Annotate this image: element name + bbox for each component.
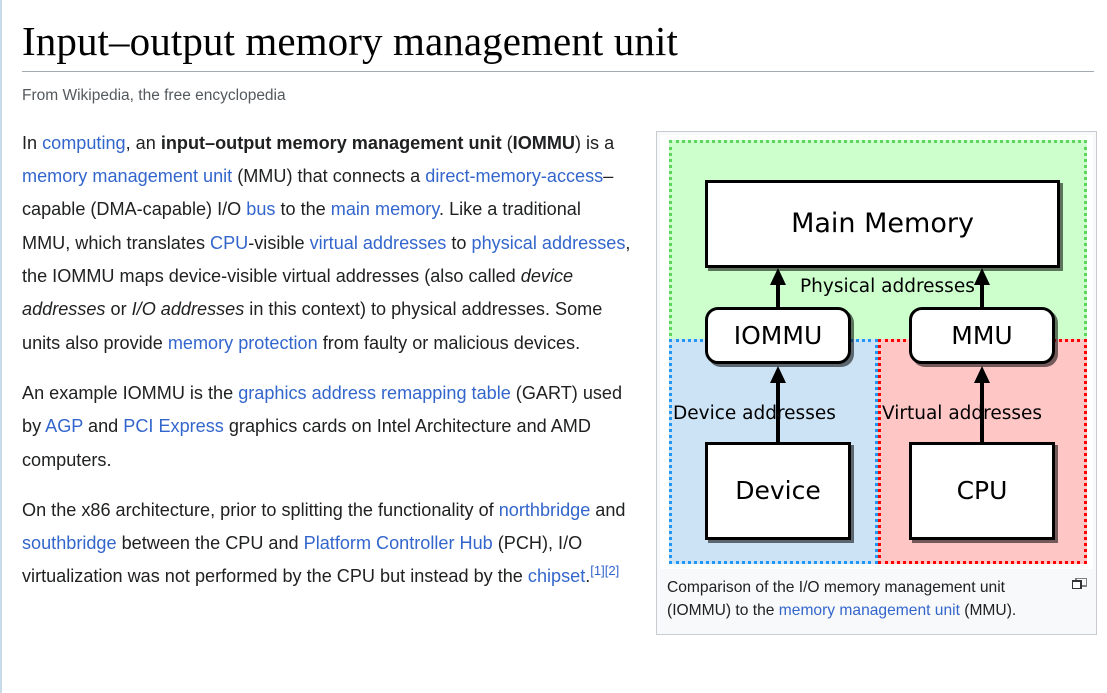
- link-northbridge[interactable]: northbridge: [498, 499, 591, 520]
- figure-caption: Comparison of the I/O memory management …: [660, 568, 1093, 631]
- p1-text: from faulty or malicious devices.: [317, 332, 581, 353]
- link-chipset[interactable]: chipset: [527, 566, 586, 587]
- diagram-image[interactable]: Main Memory IOMMU MMU Device CPU Physica…: [660, 134, 1093, 569]
- p2-text: and: [83, 416, 124, 437]
- p3-text: .: [585, 566, 591, 587]
- reference-marker-2[interactable]: [2]: [605, 563, 619, 578]
- caption-link-memory-management-unit[interactable]: memory management unit: [778, 602, 960, 620]
- p1-text: to the: [275, 199, 331, 220]
- paragraph-1: In computing, an input–output memory man…: [22, 127, 632, 360]
- link-physical-addresses[interactable]: physical addresses: [471, 232, 626, 253]
- p1-text: -visible: [248, 232, 310, 253]
- p2-text: (GART) used by: [22, 382, 623, 437]
- link-platform-controller-hub[interactable]: Platform Controller Hub: [303, 533, 493, 554]
- caption-text: (MMU).: [959, 602, 1017, 620]
- enlarge-icon[interactable]: [1072, 577, 1087, 589]
- arrow-device-to-iommu: [770, 365, 786, 444]
- p1-text: , an: [125, 132, 161, 153]
- link-memory-protection[interactable]: memory protection: [167, 332, 318, 353]
- arrow-iommu-to-memory: [770, 267, 786, 310]
- link-computing[interactable]: computing: [42, 132, 126, 153]
- paragraph-2: An example IOMMU is the graphics address…: [22, 377, 632, 477]
- diagram-box-main-memory: Main Memory: [705, 179, 1060, 268]
- link-virtual-addresses[interactable]: virtual addresses: [309, 232, 447, 253]
- p1-text: (: [501, 132, 513, 153]
- p1-text: or: [105, 299, 132, 320]
- paragraph-3: On the x86 architecture, prior to splitt…: [22, 494, 632, 594]
- term-iommu-full: input–output memory management unit: [160, 132, 502, 153]
- page-title: Input–output memory management unit: [22, 18, 678, 64]
- link-direct-memory-access[interactable]: direct-memory-access: [425, 166, 604, 187]
- site-tagline: From Wikipedia, the free encyclopedia: [22, 87, 286, 105]
- p3-text: and: [590, 499, 626, 520]
- reference-marker-1[interactable]: [1]: [590, 563, 604, 578]
- p1-text: (MMU) that connects a: [232, 166, 426, 187]
- p3-text: On the x86 architecture, prior to splitt…: [22, 499, 499, 520]
- article-content: Input–output memory management unit From…: [22, 0, 1101, 693]
- term-iommu-abbr: IOMMU: [512, 132, 575, 153]
- term-device-addresses: device addresses: [22, 266, 574, 320]
- p1-text: . Like a traditional MMU, which translat…: [22, 199, 581, 253]
- diagram-label-device-addresses: Device addresses: [673, 402, 836, 424]
- link-cpu[interactable]: CPU: [210, 232, 249, 253]
- p1-text: to: [446, 232, 472, 253]
- link-graphics-address-remapping-table[interactable]: graphics address remapping table: [238, 382, 511, 403]
- diagram-box-iommu: IOMMU: [705, 306, 851, 364]
- p2-text: An example IOMMU is the: [22, 382, 239, 403]
- diagram-label-virtual-addresses: Virtual addresses: [882, 402, 1043, 424]
- arrow-mmu-to-memory: [974, 267, 990, 310]
- reference-link-2[interactable]: [2]: [604, 563, 620, 579]
- diagram-box-device: Device: [705, 441, 851, 540]
- p1-text: In: [22, 132, 43, 153]
- iommu-mmu-diagram: Main Memory IOMMU MMU Device CPU Physica…: [660, 135, 1093, 569]
- diagram-box-mmu: MMU: [909, 306, 1055, 364]
- link-pci-express[interactable]: PCI Express: [123, 416, 224, 437]
- arrow-cpu-to-mmu: [974, 365, 990, 444]
- diagram-box-cpu: CPU: [909, 441, 1055, 540]
- p1-text: in this context) to physical addresses. …: [22, 299, 603, 353]
- page-left-border: [0, 0, 2, 693]
- reference-link-1[interactable]: [1]: [590, 563, 605, 579]
- p3-text: (PCH), I/O virtualization was not perfor…: [22, 533, 583, 587]
- caption-text: Comparison of the I/O memory management …: [667, 578, 1006, 620]
- p1-text: , the IOMMU maps device-visible virtual …: [22, 232, 631, 287]
- p3-text: between the CPU and: [116, 533, 304, 554]
- diagram-label-physical-addresses: Physical addresses: [800, 275, 975, 297]
- figure-thumbnail: Main Memory IOMMU MMU Device CPU Physica…: [656, 130, 1097, 635]
- term-io-addresses: I/O addresses: [131, 299, 245, 320]
- p1-text: –capable (DMA-capable) I/O: [22, 166, 614, 220]
- p1-text: ) is a: [574, 132, 615, 153]
- link-bus[interactable]: bus: [246, 199, 276, 220]
- text-column: In computing, an input–output memory man…: [22, 127, 632, 611]
- p2-text: graphics cards on Intel Architecture and…: [22, 416, 591, 470]
- link-agp[interactable]: AGP: [45, 416, 84, 437]
- link-main-memory[interactable]: main memory: [330, 199, 440, 220]
- title-divider: [22, 71, 1094, 73]
- link-southbridge[interactable]: southbridge: [22, 533, 117, 554]
- link-memory-management-unit[interactable]: memory management unit: [22, 166, 233, 187]
